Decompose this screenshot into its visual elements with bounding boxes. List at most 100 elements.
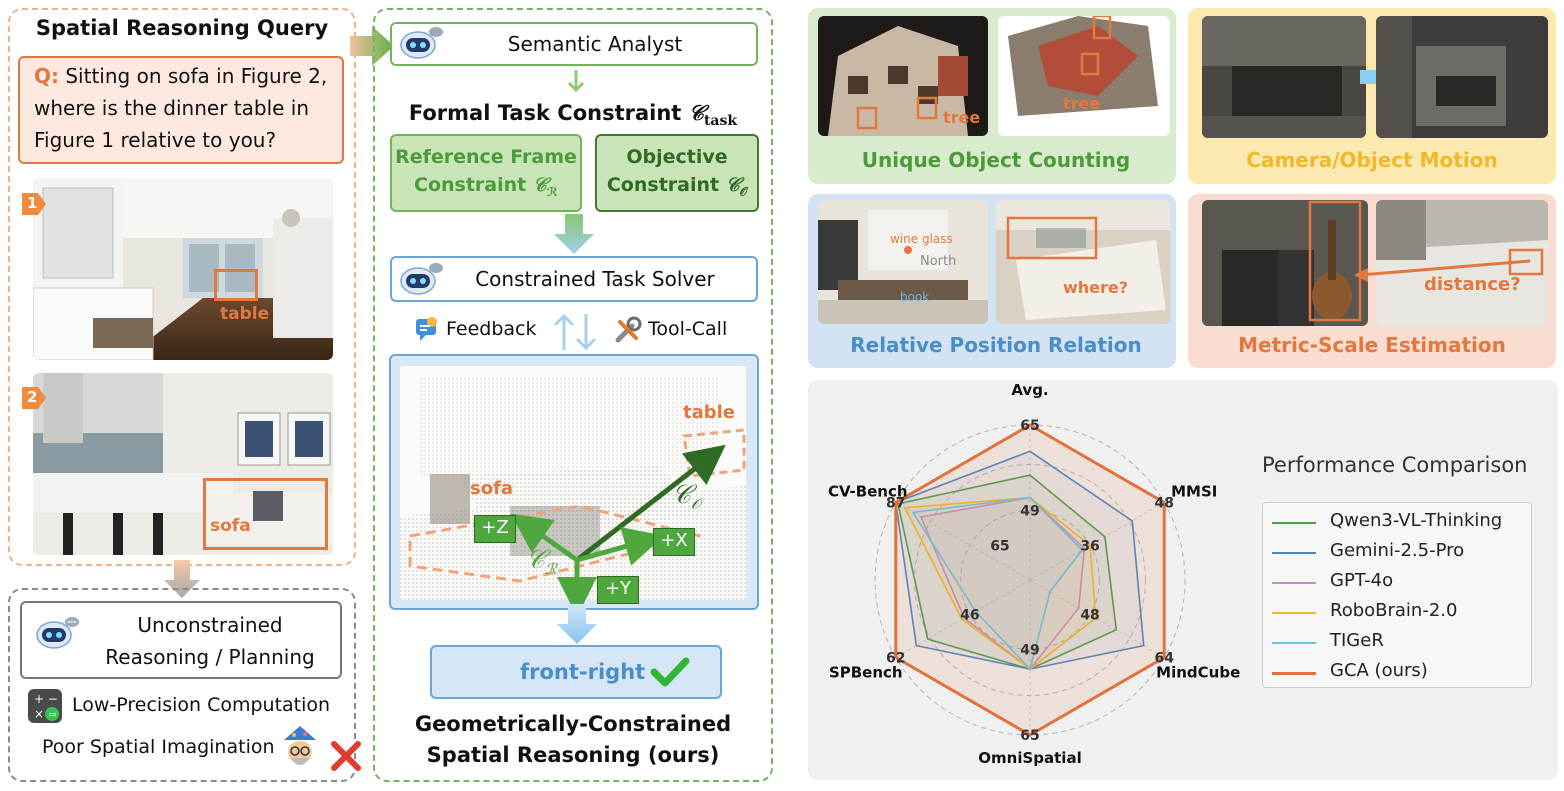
- answer-label: front-right: [520, 660, 646, 684]
- motion-image-2: [1376, 16, 1548, 138]
- objective-text: Constraint: [606, 174, 720, 196]
- robot-icon: [36, 617, 79, 649]
- counting-tree-label-1: tree: [943, 108, 981, 127]
- figure-2-photo: [33, 373, 333, 555]
- scene-table-label: table: [683, 402, 736, 423]
- tool-icon: [615, 316, 642, 343]
- formal-constraint-title: Formal Task Constraint 𝒞task: [380, 100, 766, 129]
- legend-label-4: TIGeR: [1330, 630, 1384, 651]
- relative-title: Relative Position Relation: [850, 333, 1142, 357]
- figure-1-photo: [33, 178, 333, 360]
- axis-label-omnispatial: OmniSpatial: [978, 749, 1081, 767]
- grid-ring-0: [960, 510, 1100, 650]
- feedback-label: Feedback: [446, 318, 537, 340]
- axis-label-mindcube: MindCube: [1156, 664, 1240, 682]
- semantic-analyst-label: Semantic Analyst: [507, 32, 683, 56]
- axis-label-mmsi: MMSI: [1171, 483, 1217, 501]
- method-panel: [373, 8, 773, 782]
- axis-label-avg-: Avg.: [1011, 381, 1048, 399]
- axis-y-box: [597, 576, 639, 604]
- tick-outer-1: 48: [1154, 496, 1173, 512]
- motion-image-1: [1202, 16, 1366, 138]
- toolcall-label: Tool-Call: [648, 318, 728, 340]
- unconstrained-box: [20, 601, 342, 679]
- solver-label: Constrained Task Solver: [475, 267, 715, 291]
- counting-photo-2: [998, 16, 1170, 136]
- legend-swatch-0: [1272, 522, 1316, 524]
- formal-constraint-sub: task: [703, 113, 738, 130]
- legend-label-5: GCA (ours): [1330, 660, 1428, 681]
- reference-frame-box: [390, 134, 582, 212]
- relative-photo-2: [996, 200, 1170, 324]
- figure-2-living-room-image: [33, 373, 333, 555]
- reference-frame-text: Constraint: [414, 174, 527, 196]
- query-panel-title: Spatial Reasoning Query: [35, 16, 329, 40]
- svg-text:+ −: + −: [34, 692, 58, 706]
- cross-mark-icon: [331, 741, 361, 771]
- motion-photo-2: [1376, 16, 1548, 138]
- scene-co-sub: 𝒪: [690, 495, 701, 514]
- analyst-robot-icon: [400, 27, 443, 59]
- coordinate-axes: [510, 445, 726, 605]
- axis-label-cv-bench: CV-Bench: [828, 483, 908, 501]
- motion-title: Camera/Object Motion: [1246, 148, 1498, 172]
- metric-distance-arrow: [1354, 259, 1531, 282]
- question-line-1: Q: Sitting on sofa in Figure 2,: [34, 64, 327, 88]
- figure-2-badge-shape: [22, 387, 46, 409]
- table-highlight-box: [214, 269, 258, 301]
- reference-frame-line-2: Constraint 𝒞ℛ: [390, 174, 582, 199]
- counting-photo-1: [818, 16, 988, 136]
- wizard-icon: [284, 726, 316, 765]
- figure-1-kitchen-image: [33, 178, 333, 360]
- legend-title: Performance Comparison: [1262, 453, 1528, 477]
- check-mark-icon: [650, 657, 690, 687]
- counting-tree-label-2: tree: [1063, 94, 1101, 113]
- arrow-constraint-to-solver: [554, 214, 594, 254]
- figure-1-badge-shape: [22, 193, 46, 215]
- series-gca-ours-: [894, 423, 1166, 737]
- question-prefix: Q:: [34, 64, 59, 88]
- question-line-3: Figure 1 relative to you?: [34, 128, 277, 152]
- metric-image-1: [1202, 200, 1368, 326]
- tick-mid-3: 49: [1020, 642, 1039, 658]
- relative-image-1: [818, 200, 988, 324]
- objective-line-2: Constraint 𝒞𝒪: [595, 174, 759, 200]
- counting-image-2: [998, 16, 1170, 136]
- axis-spoke-2: [1029, 579, 1165, 658]
- tick-mid-1: 36: [1080, 538, 1099, 554]
- objective-line-1: Objective: [626, 146, 728, 168]
- figure-1-table-label: table: [220, 304, 270, 324]
- figure-2-sofa-label: sofa: [210, 516, 251, 536]
- axis-z-box: [474, 515, 516, 543]
- axis-x-box: [653, 528, 695, 556]
- reference-frame-sub: ℛ: [546, 184, 558, 199]
- legend-swatch-5: [1272, 672, 1316, 675]
- sofa-highlight-box: [203, 478, 328, 550]
- arrow-analyst-to-constraint: [567, 70, 585, 93]
- poor-imagination-text: Poor Spatial Imagination: [42, 736, 275, 758]
- method-title-line-1: Geometrically-Constrained: [414, 712, 732, 736]
- axis-spoke-1: [1029, 502, 1165, 581]
- scene-co-label: 𝒞𝒪: [672, 480, 700, 513]
- tick-mid-0: 49: [1020, 504, 1039, 520]
- legend-swatch-3: [1272, 612, 1316, 614]
- question-line-2: where is the dinner table in: [34, 96, 310, 120]
- feedback-icon: [416, 317, 437, 341]
- metric-distance-label: distance?: [1424, 274, 1521, 295]
- right-arrow-to-analyst: [350, 26, 394, 66]
- legend-box: [1262, 502, 1532, 688]
- counting-image-1: [818, 16, 988, 136]
- formal-constraint-text: Formal Task Constraint: [408, 101, 682, 125]
- figure-2-badge: 2: [27, 388, 38, 406]
- axis-label-spbench: SPBench: [829, 664, 903, 682]
- scene-cr-sub: ℛ: [544, 560, 557, 579]
- objective-sub: 𝒪: [739, 184, 748, 199]
- tick-mid-4: 46: [960, 608, 979, 624]
- legend-label-1: Gemini-2.5-Pro: [1330, 540, 1465, 561]
- relative-image-2: [996, 200, 1170, 324]
- objective-symbol: 𝒞: [725, 174, 740, 196]
- scene-sofa-label: sofa: [470, 478, 514, 499]
- figure-1-badge: 1: [27, 194, 38, 212]
- low-precision-text: Low-Precision Computation: [72, 694, 331, 716]
- motion-photo-1: [1202, 16, 1366, 138]
